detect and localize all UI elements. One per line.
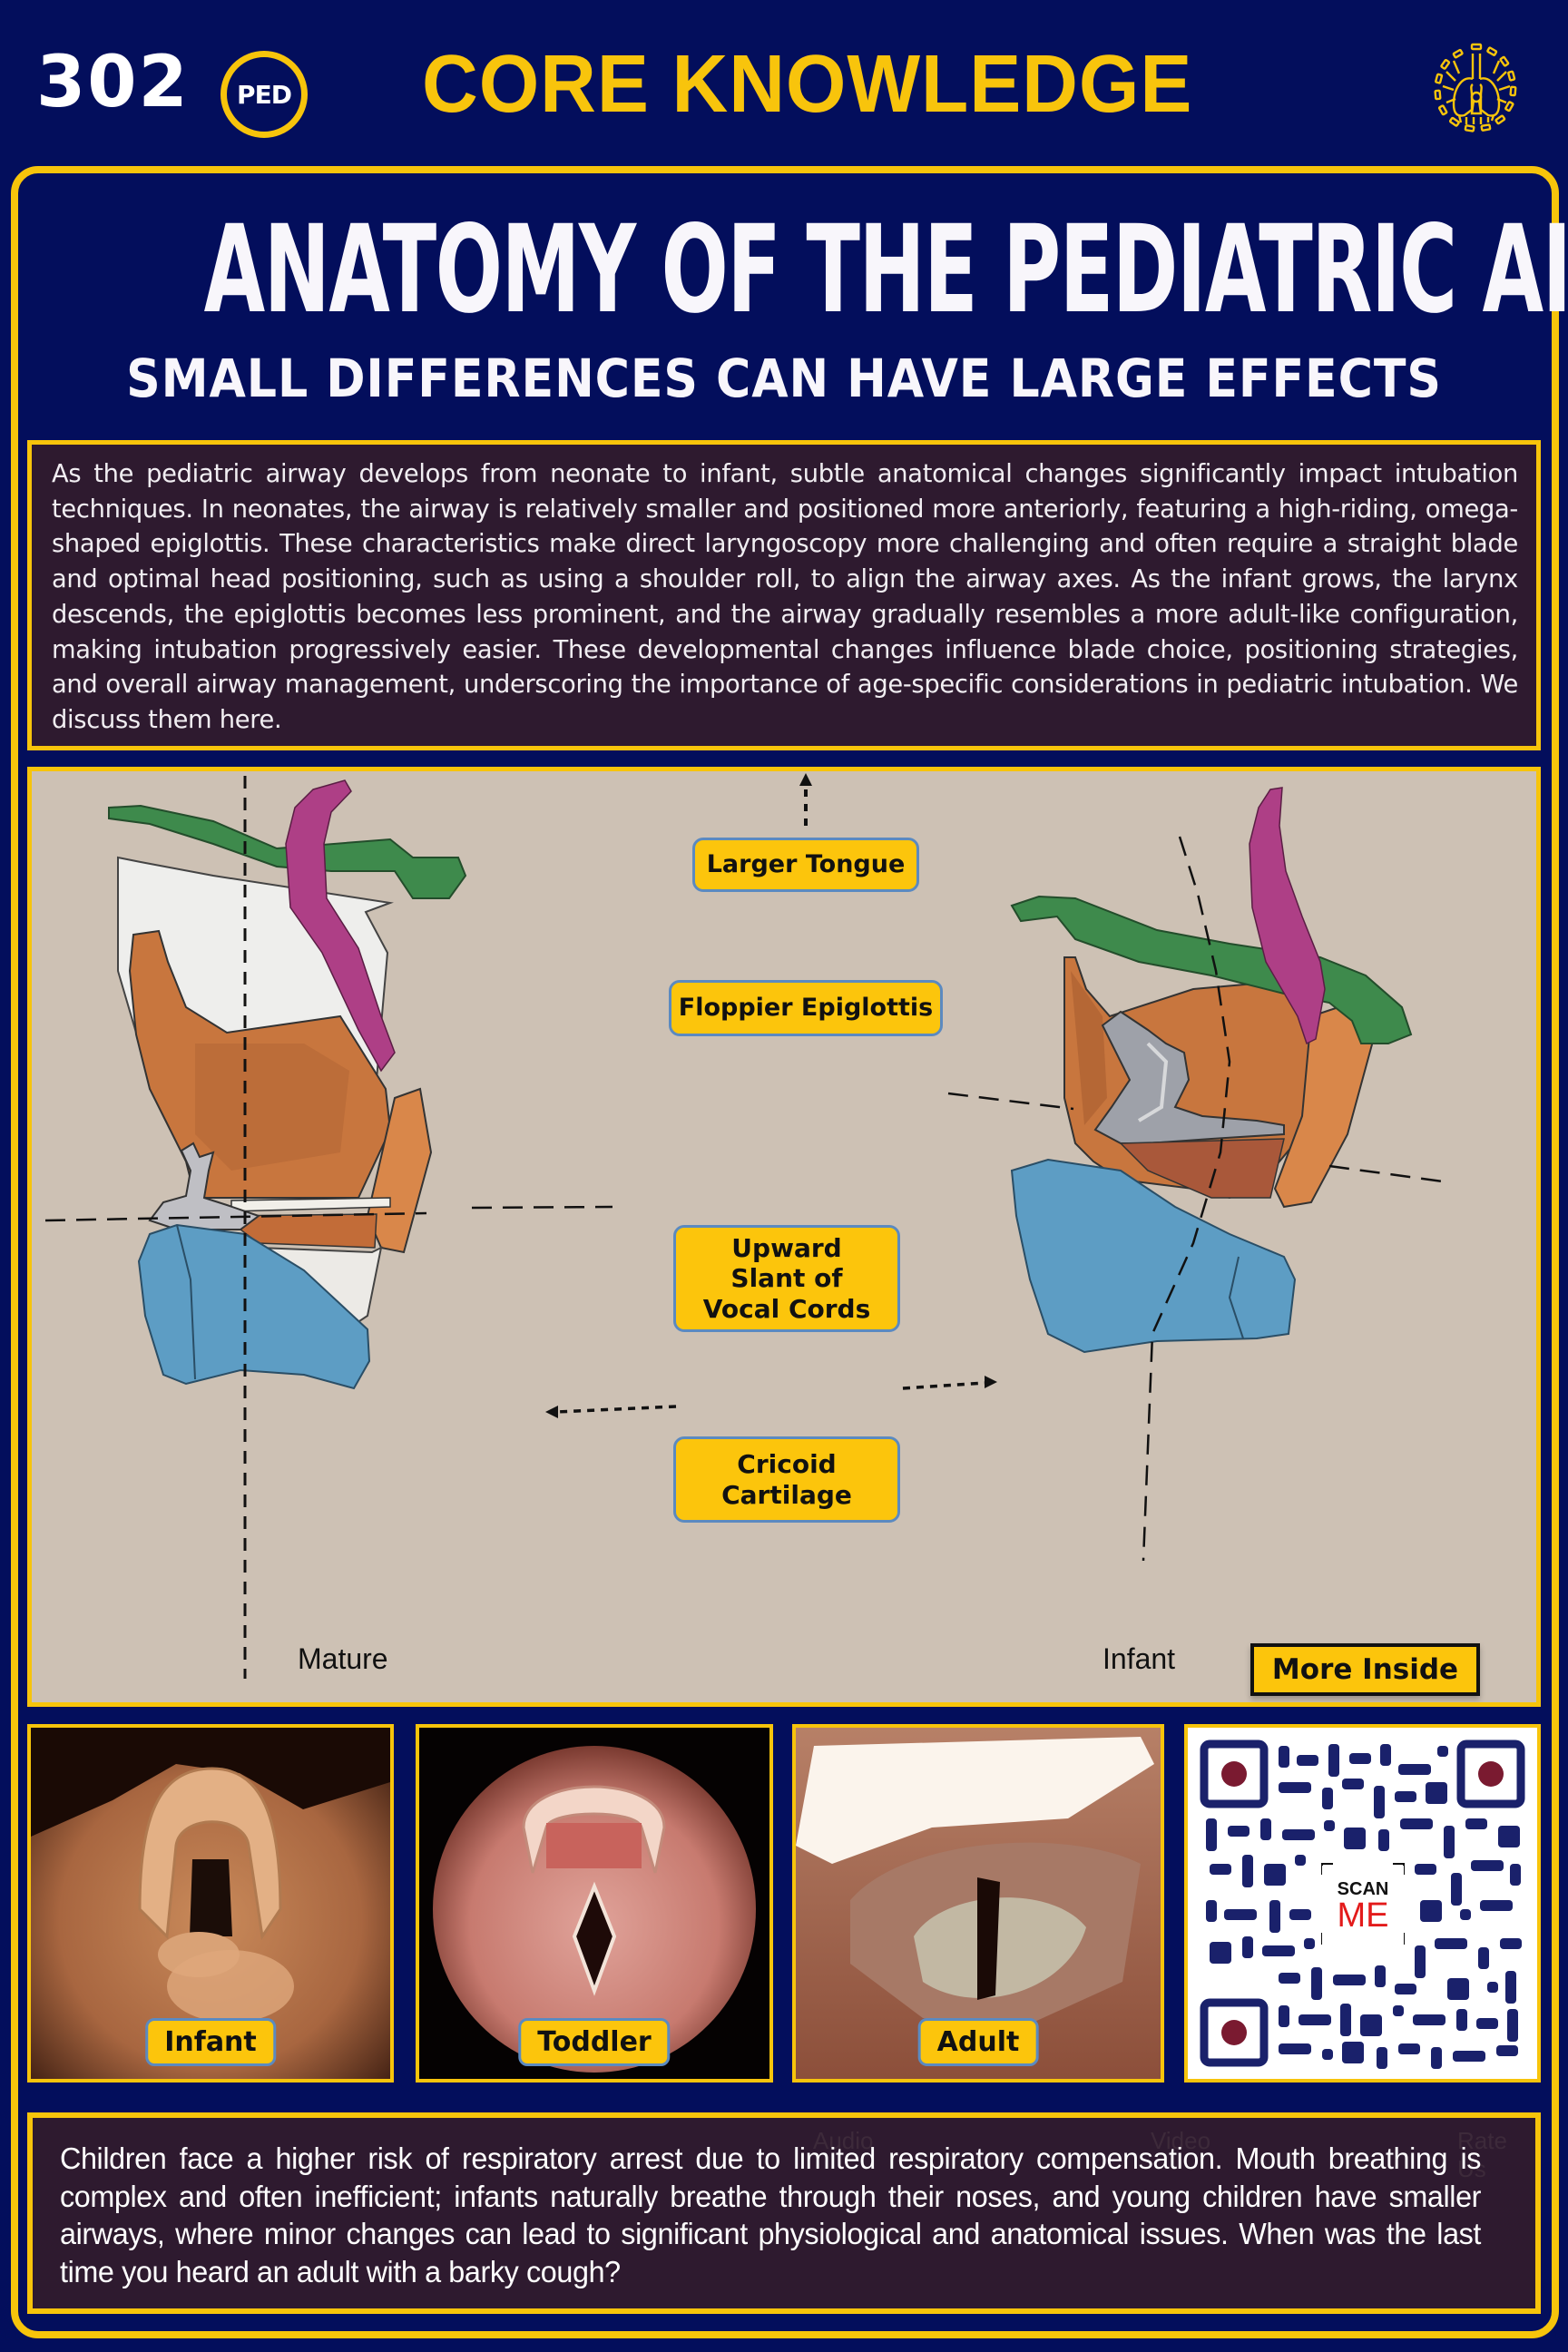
outro-box: Audio Video Rate Us Children face a high…	[27, 2112, 1541, 2314]
qr-code-pattern	[1200, 1740, 1525, 2069]
lungs-gear-logo-icon	[1434, 43, 1517, 132]
page-subtitle: SMALL DIFFERENCES CAN HAVE LARGE EFFECTS	[126, 348, 1442, 409]
scan-me-label: SCAN ME	[1322, 1866, 1404, 1947]
outro-text: Children face a higher risk of respirato…	[60, 2141, 1482, 2288]
brand-number: 302	[36, 42, 190, 123]
scan-text: SCAN	[1337, 1879, 1389, 1899]
photo-infant: Infant	[27, 1724, 394, 2082]
intro-box: As the pediatric airway develops from ne…	[27, 440, 1541, 750]
qr-code[interactable]: SCAN ME	[1184, 1724, 1541, 2082]
infant-label: Infant	[1102, 1642, 1176, 1675]
larynx-illustration	[44, 773, 1444, 1679]
infant-larynx-photo	[31, 1728, 390, 2079]
callout-cricoid-cartilage: Cricoid Cartilage	[673, 1436, 900, 1523]
infant-larynx	[947, 787, 1444, 1562]
section-title: CORE KNOWLEDGE	[422, 39, 1193, 130]
photo-toddler: Toddler	[416, 1724, 773, 2082]
photo-adult: Adult	[792, 1724, 1164, 2082]
anatomy-diagram: Larger Tongue Floppier Epiglottis Upward…	[27, 767, 1541, 1707]
ped-badge-label: PED	[237, 79, 292, 110]
mature-label: Mature	[298, 1642, 388, 1675]
callout-upward-slant-vocal-cords: Upward Slant of Vocal Cords	[673, 1225, 900, 1332]
callout-larger-tongue: Larger Tongue	[692, 838, 919, 892]
ghost-link-audio: Audio	[813, 2127, 874, 2154]
intro-text: As the pediatric airway develops from ne…	[52, 460, 1518, 734]
me-text: ME	[1337, 1896, 1389, 1935]
main-frame	[11, 166, 1559, 2338]
page-title: ANATOMY OF THE PEDIATRIC AIRWAY	[203, 198, 1568, 340]
ghost-link-video: Video	[1151, 2127, 1211, 2154]
mature-larynx	[44, 776, 613, 1679]
ghost-link-rate-us: Rate Us	[1457, 2127, 1507, 2182]
callout-floppier-epiglottis: Floppier Epiglottis	[669, 980, 943, 1036]
header: 302 PED CORE KNOWLEDGE	[0, 0, 1568, 168]
photo-label-infant: Infant	[145, 2018, 276, 2066]
more-inside-button[interactable]: More Inside	[1250, 1643, 1480, 1696]
photo-label-toddler: Toddler	[518, 2018, 671, 2066]
photo-label-adult: Adult	[917, 2018, 1039, 2066]
ped-badge: PED	[220, 51, 308, 138]
